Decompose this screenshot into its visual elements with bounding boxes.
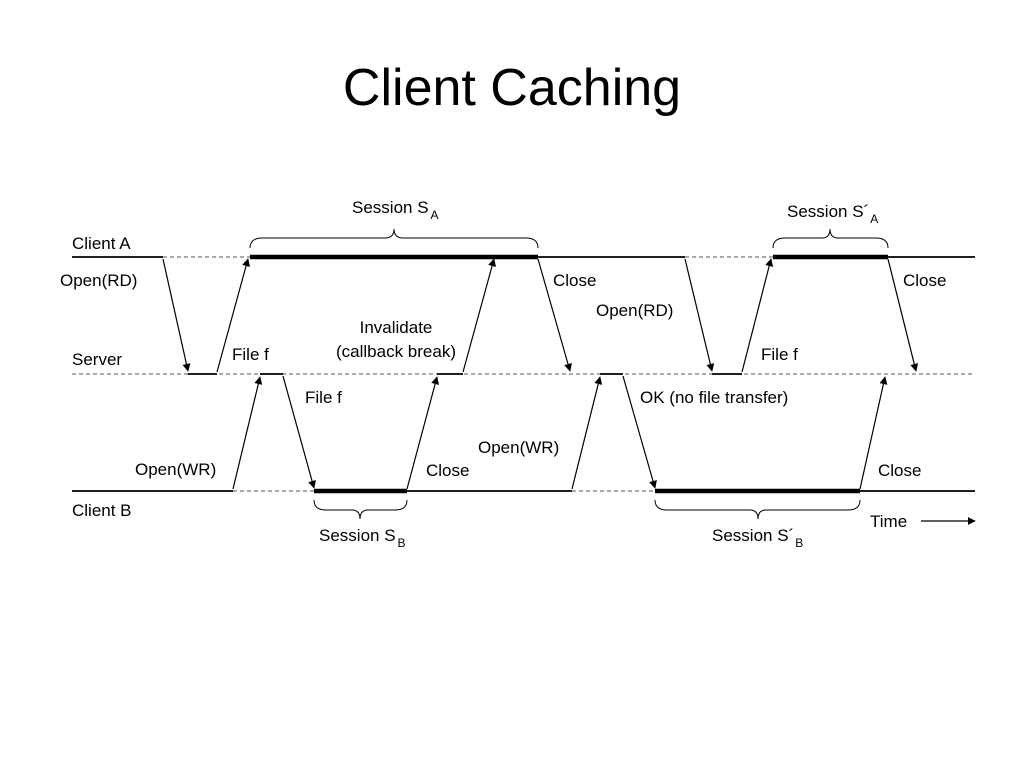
arrow-close-2-a-to-server [887,258,919,372]
arrow-close-a-to-server [537,258,572,372]
message-arrows [162,258,919,490]
arrow-invalidate-server-to-a [462,258,496,373]
arrow-file-f-server-to-a [216,258,250,373]
label-open-rd-2: Open(RD) [596,301,673,320]
label-close-a-1: Close [553,271,596,290]
label-callback-break: (callback break) [336,342,456,361]
arrow-close-2-b-to-server [859,376,888,490]
session-sb-prime-brace [654,499,861,520]
label-close-b-1: Close [426,461,469,480]
arrow-ok-server-to-b [622,375,657,489]
arrow-open-wr-b-to-server [232,376,263,490]
label-open-wr-1: Open(WR) [135,460,216,479]
session-sa-brace [249,228,539,249]
label-file-f-to-b: File f [305,388,342,407]
label-open-rd-1: Open(RD) [60,271,137,290]
session-sb-brace [313,499,408,520]
arrow-open-wr-2-b-to-server [571,376,603,490]
label-open-wr-2: Open(WR) [478,438,559,457]
session-sb-prime-label: Session S´B [712,526,803,550]
arrow-open-rd-a-to-server [162,258,191,372]
session-sa-prime-brace [772,228,889,249]
label-invalidate: Invalidate [360,318,433,337]
arrow-file-f-server-to-b [282,375,316,489]
label-close-a-2: Close [903,271,946,290]
slide-title: Client Caching [342,59,682,117]
lane-label-client-a: Client A [72,234,131,253]
session-sa-prime-label: Session S´A [787,202,878,226]
lane-label-server: Server [72,350,122,369]
label-file-f-to-a: File f [232,345,269,364]
lane-label-client-b: Client B [72,501,132,520]
label-file-f-to-a-2: File f [761,345,798,364]
arrow-file-f-2-server-to-a [741,258,774,373]
time-label: Time [870,512,907,531]
label-close-b-2: Close [878,461,921,480]
label-ok-no-transfer: OK (no file transfer) [640,388,788,407]
arrow-close-b-to-server [406,376,440,490]
arrow-open-rd-2-a-to-server [684,258,715,372]
